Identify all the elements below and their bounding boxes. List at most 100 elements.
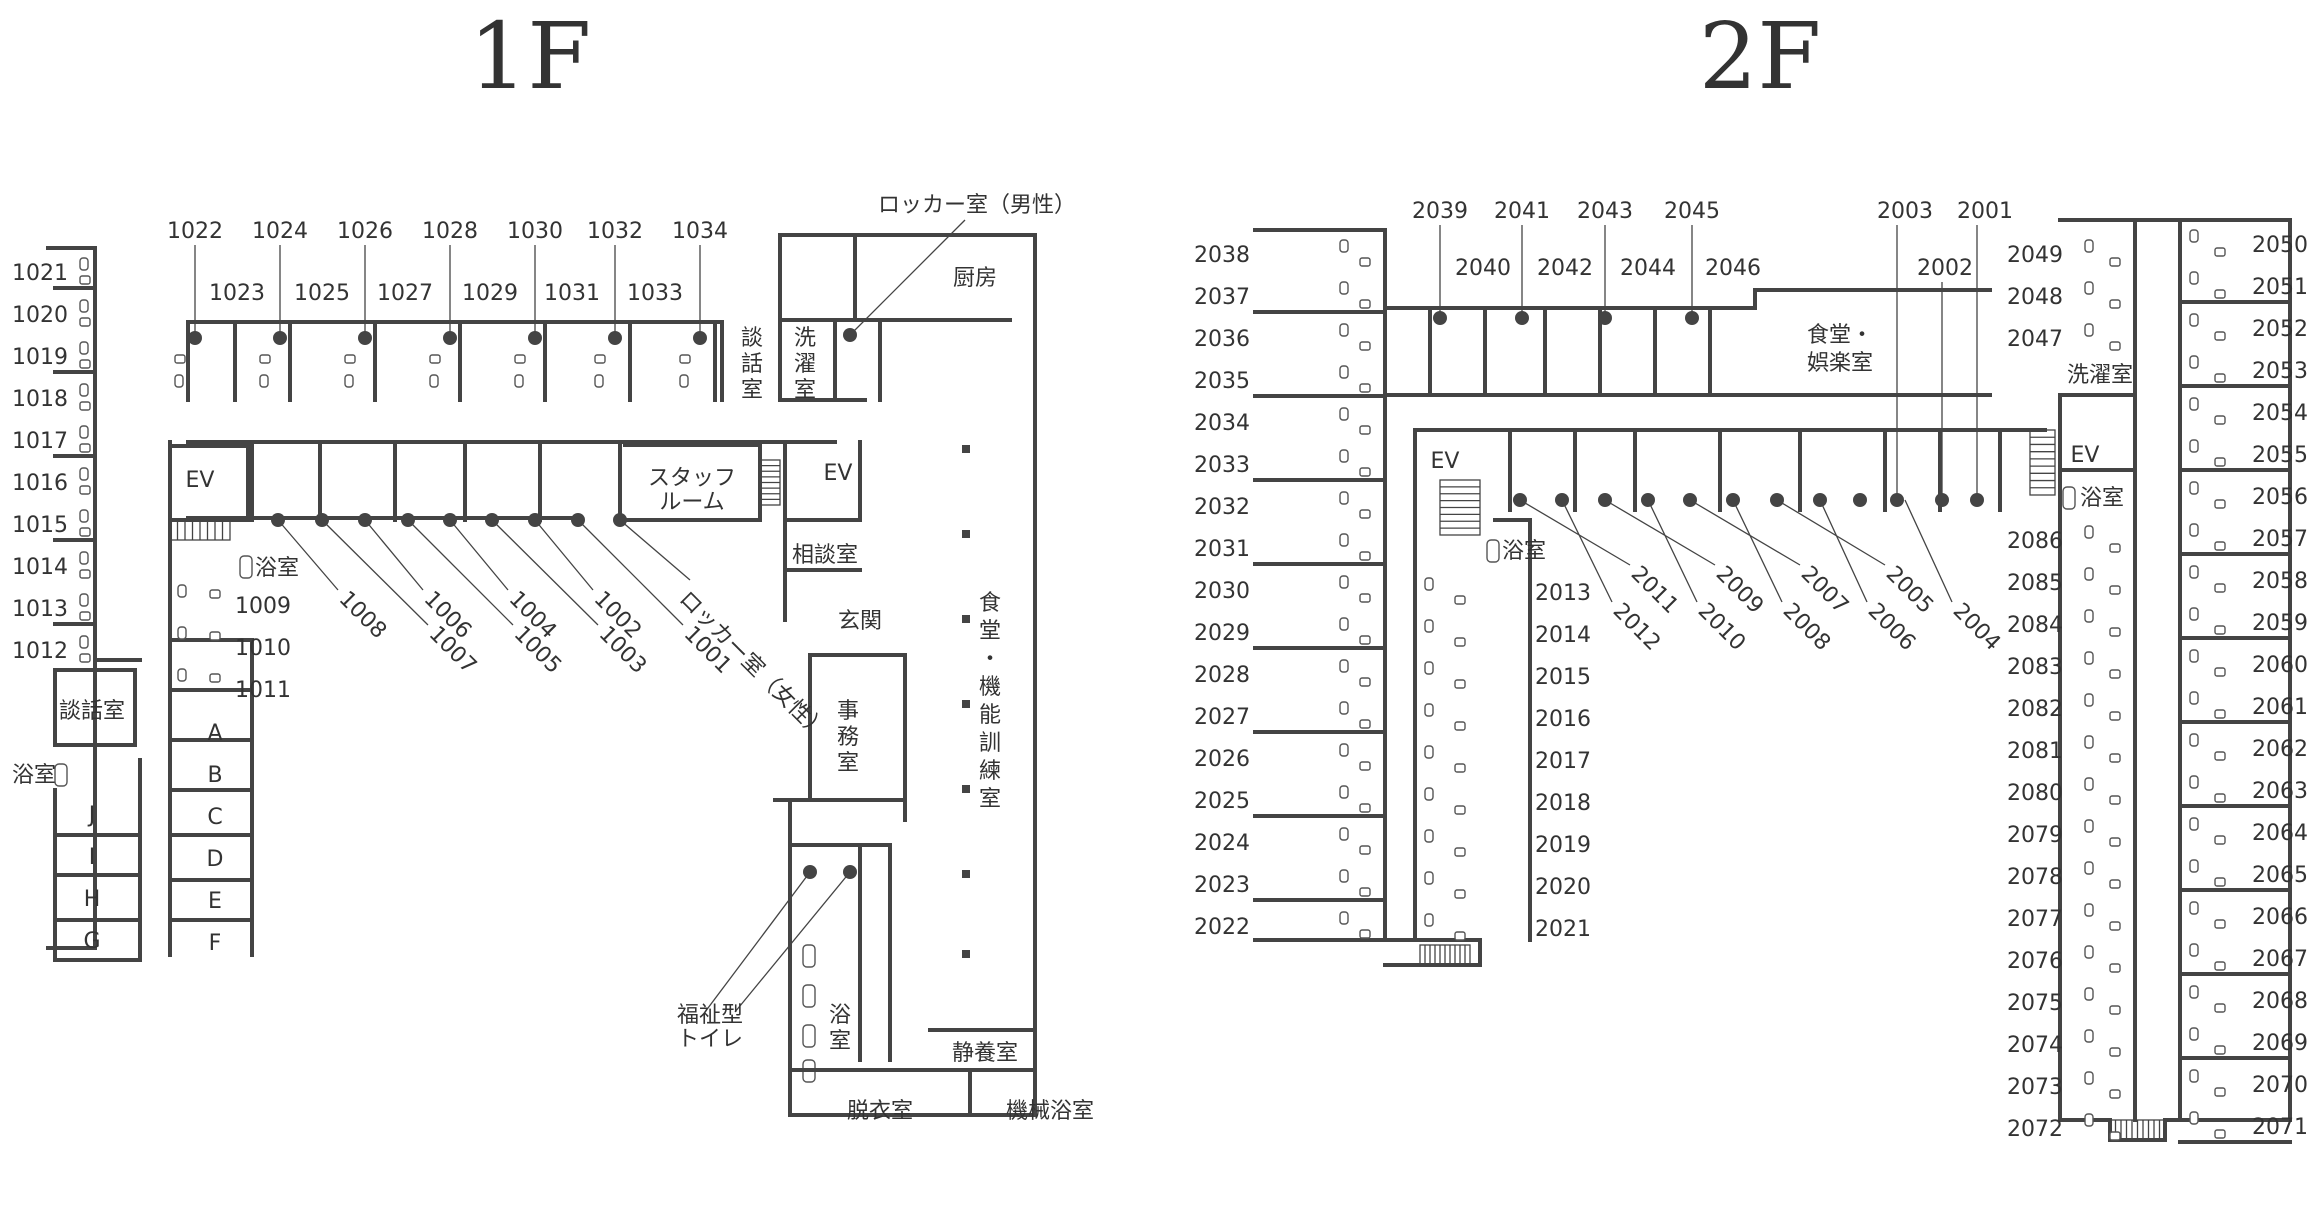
floor-2-title: 2F [1699,3,1821,110]
toilet-icon [1424,619,1434,633]
svg-text:能: 能 [979,703,1001,728]
toilet-icon [2084,281,2094,295]
svg-text:食: 食 [979,591,1001,616]
leader-line [734,871,851,1013]
sink-icon [2214,1087,2226,1097]
toilet-icon [1424,577,1434,591]
room-number-2081: 2081 [2007,739,2063,764]
leader-line [1819,499,1868,603]
sink-icon [209,631,221,641]
sink-icon [2109,879,2121,889]
room-number-2063: 2063 [2252,779,2308,804]
room-number-2022: 2022 [1194,915,1250,940]
room-number-2059: 2059 [2252,611,2308,636]
room-number-2033: 2033 [1194,453,1250,478]
toilet-icon [1339,239,1349,253]
sink-icon [1454,763,1466,773]
sink-icon [79,653,91,663]
bathtub-icon [2062,486,2076,510]
leader-line [1904,499,1953,603]
stairs-2f-left [1439,479,1481,536]
room-number-2061: 2061 [2252,695,2308,720]
leader-line [1689,499,1801,566]
toilet-icon [2084,777,2094,791]
sink-icon [2214,373,2226,383]
room-number-2034: 2034 [1194,411,1250,436]
leader-line [1647,499,1698,603]
room-number-1008: 1008 [334,587,391,644]
room-number-1034: 1034 [672,219,728,244]
toilet-icon [2189,817,2199,831]
toilet-icon [2084,323,2094,337]
room-number-1022: 1022 [167,219,223,244]
room-number-2043: 2043 [1577,199,1633,224]
toilet-icon [1339,827,1349,841]
elevator-2-label: EV [824,461,853,486]
room-number-2018: 2018 [1535,791,1591,816]
dressing-room-label: 脱衣室 [847,1099,913,1124]
column-marker [962,700,970,708]
bed-marker [1890,493,1904,507]
room-number-2003: 2003 [1877,199,1933,224]
sink-icon [1359,593,1371,603]
sink-icon [2109,1047,2121,1057]
svg-text:話: 話 [741,352,763,377]
toilet-icon [2189,355,2199,369]
sink-icon [2214,793,2226,803]
consultation-room-label: 相談室 [792,543,858,568]
floor-1-walls [46,233,1037,1117]
room-number-2076: 2076 [2007,949,2063,974]
sink-icon [2109,669,2121,679]
room-number-2042: 2042 [1537,256,1593,281]
toilet-icon [174,374,184,388]
toilet-icon [79,509,89,523]
toilet-icon [594,374,604,388]
room-number-2055: 2055 [2252,443,2308,468]
room-number-2082: 2082 [2007,697,2063,722]
toilet-icon [2084,567,2094,581]
svg-text:室: 室 [741,378,763,403]
room-number-2079: 2079 [2007,823,2063,848]
room-number-2044: 2044 [1620,256,1676,281]
sink-icon [2109,299,2121,309]
room-number-2064: 2064 [2252,821,2308,846]
bed-marker [273,331,287,345]
room-number-2068: 2068 [2252,989,2308,1014]
room-number-2014: 2014 [1535,623,1591,648]
leader-line [704,871,811,1013]
floor-1-title: 1F [469,3,591,110]
bed-marker [1853,493,1867,507]
room-number-2039: 2039 [1412,199,1468,224]
toilet-icon [2189,1069,2199,1083]
bed-marker [843,328,857,342]
room-number-2001: 2001 [1957,199,2013,224]
toilet-icon [1339,575,1349,589]
room-number-1027: 1027 [377,281,433,306]
toilet-icon [1424,829,1434,843]
room-number-2036: 2036 [1194,327,1250,352]
toilet-icon [2189,985,2199,999]
room-letter-G: G [83,929,100,954]
column-marker [962,785,970,793]
floor-2-walls [1253,218,2292,1142]
toilet-icon [2189,523,2199,537]
column-marker [962,950,970,958]
sink-icon [1454,805,1466,815]
toilet-icon [1339,491,1349,505]
toilet-icon [1339,365,1349,379]
sink-icon [79,569,91,579]
toilet-icon [1424,703,1434,717]
toilet-icon [1424,661,1434,675]
room-number-2073: 2073 [2007,1075,2063,1100]
toilet-icon [1339,743,1349,757]
toilet-icon [2189,439,2199,453]
accessible-toilet-label: 福祉型トイレ [677,1003,743,1052]
kitchen-label: 厨房 [953,266,997,291]
leader-line [277,519,339,591]
room-number-2030: 2030 [1194,579,1250,604]
room-number-2086: 2086 [2007,529,2063,554]
stairs-2f-bottom [2109,1119,2166,1141]
leader-line [1604,499,1716,566]
toilet-icon [1424,745,1434,759]
sink-icon [259,354,271,364]
